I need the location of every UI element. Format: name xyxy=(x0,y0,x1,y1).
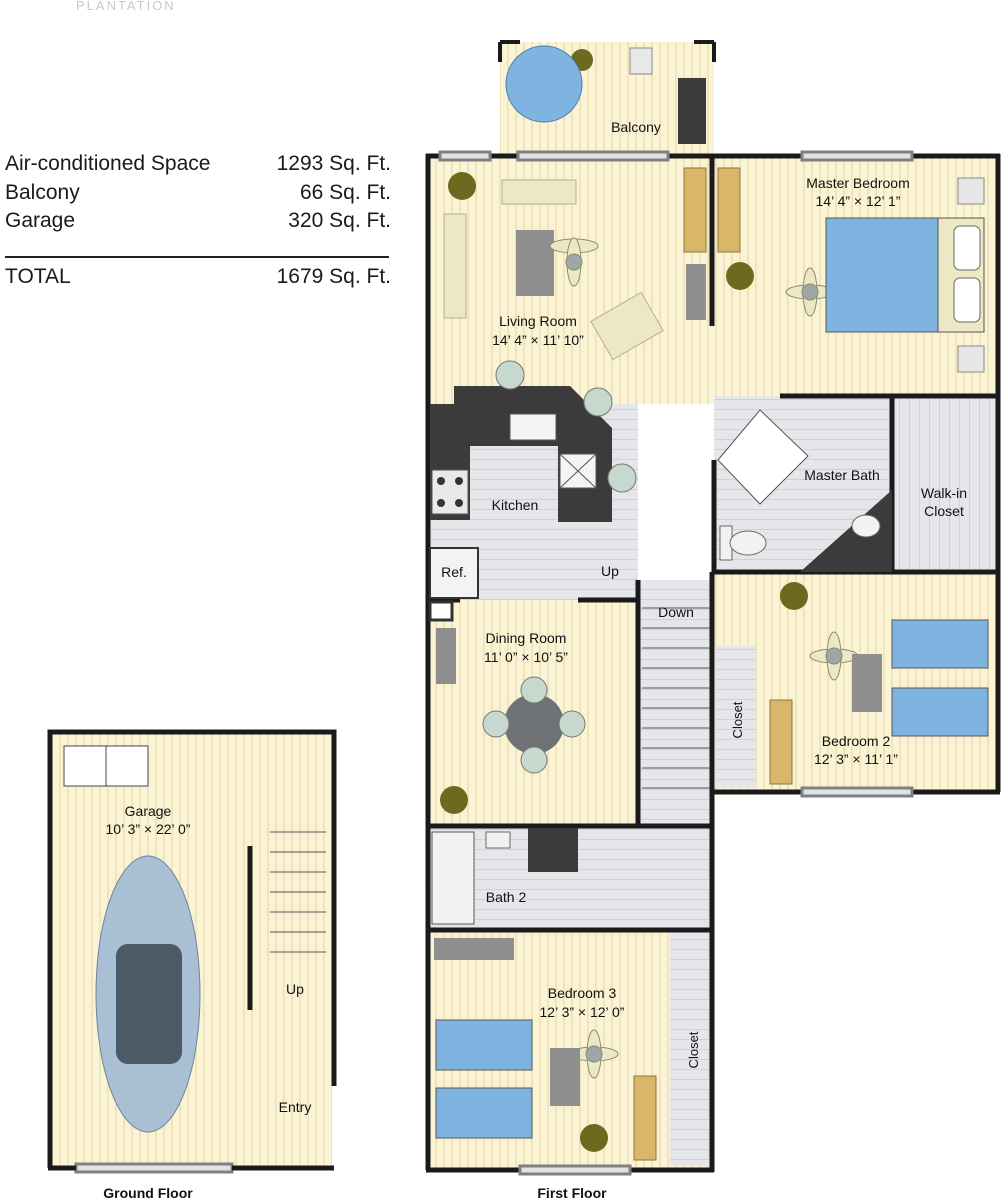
walk-in-label: Walk-in xyxy=(921,485,967,501)
cabinet xyxy=(769,699,793,785)
nightstand xyxy=(957,177,985,373)
bathtub xyxy=(431,831,475,925)
area-value: 320 Sq. Ft. xyxy=(288,209,391,232)
bath2-label: Bath 2 xyxy=(486,889,527,905)
kitchen-sink xyxy=(509,413,557,441)
total-divider xyxy=(5,256,389,258)
media-console xyxy=(686,264,706,320)
garage-label: Garage xyxy=(125,803,172,819)
brand-name: PLANTATION xyxy=(76,0,176,13)
ceiling-fan-icon xyxy=(569,1029,619,1079)
dresser xyxy=(852,654,882,712)
cooktop xyxy=(431,469,469,515)
dining-room-label: Dining Room xyxy=(486,630,567,646)
up-label: Up xyxy=(601,563,619,579)
armchair xyxy=(590,291,664,361)
closet-label: Closet xyxy=(924,503,964,519)
garage-dims: 10’ 3” × 22’ 0” xyxy=(106,821,191,837)
total-value: 1679 Sq. Ft. xyxy=(276,265,391,288)
dining-table xyxy=(504,694,564,754)
ground-floor-caption: Ground Floor xyxy=(103,1185,193,1200)
area-label: Balcony xyxy=(5,181,80,204)
dining-room-dims: 11’ 0” × 10’ 5” xyxy=(484,649,568,665)
plant-icon xyxy=(440,49,808,1152)
toilet xyxy=(485,831,511,849)
master-bath-label: Master Bath xyxy=(804,467,879,483)
bedroom2-label: Bedroom 2 xyxy=(822,733,891,749)
ref-label: Ref. xyxy=(441,564,467,580)
ceiling-fan-icon xyxy=(549,237,599,287)
living-room-label: Living Room xyxy=(499,313,577,329)
area-value: 1293 Sq. Ft. xyxy=(276,152,391,175)
first-floor-caption: First Floor xyxy=(537,1185,607,1200)
bed xyxy=(891,687,989,737)
bedroom2-dims: 12’ 3” × 11’ 1” xyxy=(814,751,898,767)
loveseat xyxy=(443,213,467,319)
bedroom3-label: Bedroom 3 xyxy=(548,985,617,1001)
garage-stairs xyxy=(270,831,326,953)
walk-in-closet-floor xyxy=(892,396,998,572)
area-value: 66 Sq. Ft. xyxy=(299,181,391,204)
bar-stools xyxy=(495,360,637,493)
bed xyxy=(891,619,989,669)
kitchen-label: Kitchen xyxy=(492,497,539,513)
bed xyxy=(435,1087,533,1139)
buffet xyxy=(436,628,456,684)
bedroom2-closet-label: Closet xyxy=(730,701,745,738)
master-bedroom-label: Master Bedroom xyxy=(806,175,909,191)
balcony-walls xyxy=(498,40,716,62)
ceiling-fan-icon xyxy=(809,631,859,681)
area-label: Garage xyxy=(5,209,76,232)
bedroom2-closet-floor xyxy=(716,646,756,788)
garage-up-label: Up xyxy=(286,981,304,997)
burner-icon xyxy=(437,477,463,507)
master-bedroom-dims: 14’ 4” × 12’ 1” xyxy=(816,193,901,209)
bedroom3-closet-label: Closet xyxy=(686,1031,701,1068)
vanity xyxy=(800,490,892,572)
garage-walls xyxy=(47,729,337,1171)
patio-umbrella xyxy=(505,45,583,123)
car-interior xyxy=(116,944,182,1064)
stairs xyxy=(642,607,710,789)
bedroom3-dims: 12’ 3” × 12’ 0” xyxy=(540,1004,625,1020)
living-room-dims: 14’ 4” × 11’ 10” xyxy=(492,332,584,348)
first-floor-walls xyxy=(425,153,1001,1173)
total-label: TOTAL xyxy=(5,265,71,288)
balcony-label: Balcony xyxy=(611,119,661,135)
bed xyxy=(435,1019,533,1071)
refrigerator xyxy=(429,547,479,599)
balcony-stairs xyxy=(678,78,706,144)
master-cabinet xyxy=(717,167,741,253)
down-label: Down xyxy=(658,604,694,620)
entry-label: Entry xyxy=(279,1099,312,1115)
living-cabinet xyxy=(683,167,707,253)
desk xyxy=(434,938,514,960)
bedroom3-closet-floor xyxy=(670,932,710,1166)
cabinet xyxy=(633,1075,657,1161)
sofa xyxy=(501,179,577,205)
sink-vanity xyxy=(528,828,578,872)
dining-chairs xyxy=(482,676,586,774)
ceiling-fan-icon xyxy=(785,267,835,317)
coffee-table xyxy=(516,230,554,296)
dresser xyxy=(550,1048,580,1106)
stair-floor xyxy=(638,580,712,826)
pantry xyxy=(428,600,454,622)
shower xyxy=(717,409,809,505)
area-label: Air-conditioned Space xyxy=(5,152,211,175)
